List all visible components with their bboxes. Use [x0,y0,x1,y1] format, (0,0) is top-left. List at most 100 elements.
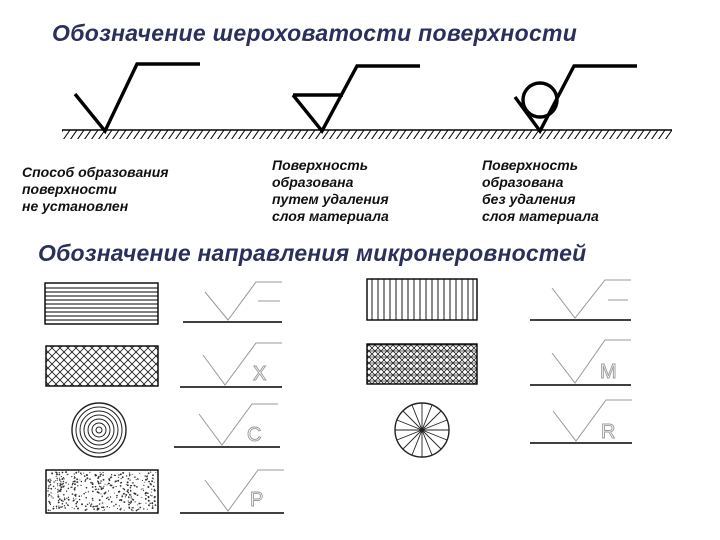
stipple-dot [145,502,147,504]
stipple-dot [151,495,153,497]
stipple-dot [83,475,86,477]
stipple-dot [66,497,68,499]
stipple-dot [102,506,105,509]
caption-line: путем удаления [272,191,389,207]
stipple-dot [155,472,157,474]
stipple-dot [149,502,151,505]
caption-line: Поверхность [272,157,369,173]
stipple-dot [73,499,75,502]
stipple-dot [56,483,59,485]
stipple-dot [73,488,76,491]
stipple-dot [130,501,133,503]
stipple-dot [90,503,93,505]
caption-line: не установлен [22,198,129,214]
stipple-dot [100,486,102,488]
stipple-dot [100,480,102,482]
stipple-dot [70,486,73,489]
stipple-dot [66,474,68,476]
stipple-dot [49,484,51,486]
stipple-dot [49,481,51,484]
stipple-dot [109,507,111,509]
stipple-dot [93,508,95,510]
stipple-dot [113,474,116,476]
stipple-dot [142,489,145,492]
stipple-dot [65,471,68,474]
direction-multi-sample [366,343,478,385]
stipple-dot [98,503,101,505]
stipple-dot [75,505,78,508]
stipple-dot [67,504,69,507]
stipple-dot [98,492,100,494]
stipple-dot [89,471,91,473]
stipple-dot [71,507,73,509]
stipple-dot [77,471,80,473]
stipple-dot [127,491,130,494]
stipple-dot [50,492,52,494]
stipple-dot [113,492,115,494]
stipple-dot [100,482,102,485]
stipple-dot [57,495,60,498]
stipple-dot [116,508,119,510]
stipple-dot [49,478,51,480]
stipple-dot [90,481,92,484]
stipple-dot [103,485,105,487]
stipple-dot [118,505,120,507]
stipple-dot [151,488,153,490]
stipple-dot [61,483,63,486]
stipple-dot [110,501,113,503]
stipple-dot [119,485,122,487]
stipple-dot [97,505,99,507]
stipple-dot [96,507,99,510]
stipple-dot [109,477,112,479]
stipple-dot [126,481,129,484]
stipple-dot [153,496,156,499]
stipple-dot [64,507,67,509]
stipple-dot [80,484,82,487]
stipple-dot [96,488,98,490]
stipple-dot [73,487,76,489]
stipple-dot [84,509,87,512]
stipple-dot [53,505,55,507]
stipple-dot [147,499,150,502]
stipple-dot [152,485,155,488]
stipple-dot [121,495,124,498]
stipple-dot [128,501,130,504]
stipple-dot [101,506,103,509]
stipple-dot [77,507,79,510]
stipple-dot [93,505,95,508]
direction-parallel-sample [44,282,159,325]
stipple-dot [129,473,131,476]
caption-line: без удаления [482,191,576,207]
roughness-removal-icon [291,64,420,135]
stipple-dot [65,481,67,484]
stipple-dot [83,492,85,495]
stipple-dot [154,504,157,506]
stipple-dot [47,509,50,512]
stipple-dot [71,486,73,488]
stipple-dot [57,494,59,496]
roughness-title: Обозначение шероховатости поверхности [52,20,578,46]
caption-line: образована [272,174,354,190]
stipple-dot [132,506,134,509]
stipple-dot [153,500,156,503]
stipple-dot [99,475,102,477]
stipple-dot [145,494,147,497]
caption-method-not-set: Способ образования поверхности не устано… [22,164,169,215]
stipple-dot [55,507,58,509]
stipple-dot [59,483,61,485]
direction-perpendicular-sample [366,278,478,321]
stipple-dot [61,471,64,474]
stipple-dot [47,495,49,497]
stipple-dot [129,485,132,487]
stipple-dot [75,493,77,496]
multi-letter: M [600,361,617,383]
stipple-dot [48,485,50,487]
stipple-dot [58,505,60,507]
stipple-dot [132,498,135,501]
stipple-dot [128,506,131,509]
stipple-dot [94,485,97,488]
stipple-dot [67,498,70,501]
stipple-dot [72,483,74,485]
stipple-dot [104,483,106,485]
stipple-dot [130,508,133,511]
